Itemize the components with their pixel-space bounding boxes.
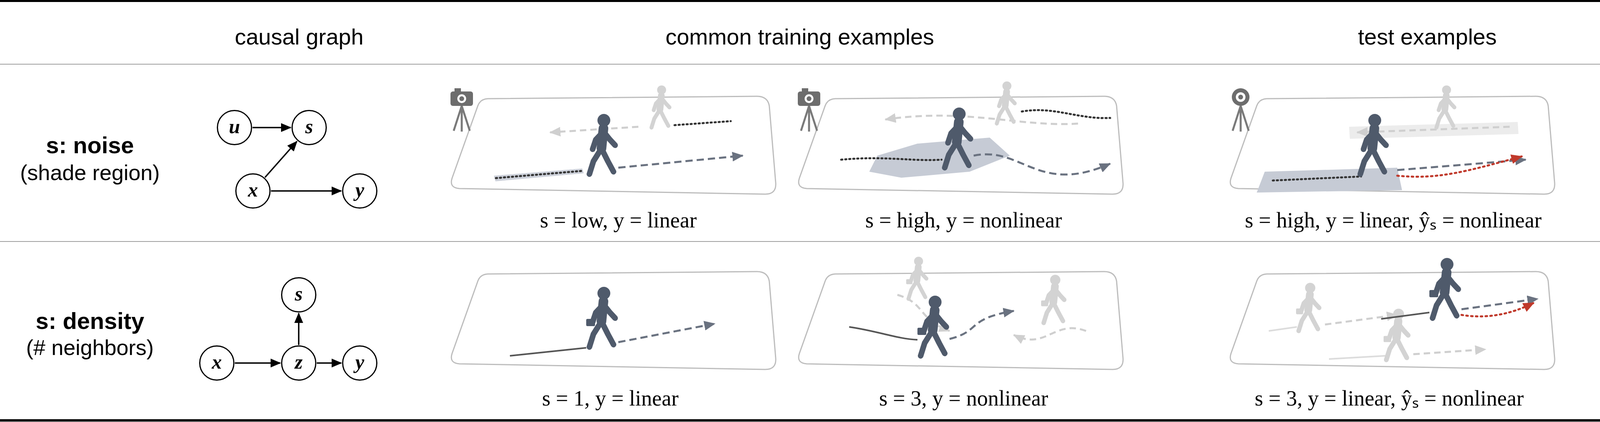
column-header: causal graph bbox=[234, 24, 364, 50]
row-rule bbox=[0, 241, 1600, 243]
column-header: test examples bbox=[1357, 24, 1497, 50]
row-label: s: density bbox=[35, 307, 145, 335]
causal-arrow bbox=[234, 362, 281, 365]
graph-node: x bbox=[199, 345, 235, 382]
causal-arrow bbox=[252, 126, 291, 129]
node-label: x bbox=[248, 179, 259, 200]
scene-noise-high bbox=[797, 81, 1124, 195]
header-rule bbox=[0, 63, 1600, 65]
node-label: y bbox=[355, 352, 365, 373]
graph-node: y bbox=[342, 173, 378, 209]
scene-density-1 bbox=[451, 271, 776, 370]
example-caption: s = 3, y = nonlinear bbox=[879, 386, 1049, 412]
example-caption: s = low, y = linear bbox=[540, 207, 697, 233]
bottom-rule bbox=[0, 419, 1600, 422]
graph-node: s bbox=[291, 110, 327, 146]
causal-arrow bbox=[316, 362, 342, 365]
example-caption: s = high, y = nonlinear bbox=[865, 207, 1062, 233]
scene-density-test bbox=[1230, 258, 1555, 370]
example-caption: s = 1, y = linear bbox=[542, 386, 679, 412]
graph-node: s bbox=[281, 277, 317, 313]
row-label: s: noise bbox=[45, 132, 134, 159]
graph-node: z bbox=[281, 345, 317, 382]
causal-arrow bbox=[297, 313, 300, 346]
column-header: common training examples bbox=[665, 24, 934, 50]
node-label: y bbox=[355, 179, 365, 200]
top-rule bbox=[0, 0, 1600, 3]
scene-noise-test bbox=[1230, 85, 1555, 195]
causal-arrow bbox=[264, 141, 298, 178]
scene-noise-low bbox=[450, 85, 776, 195]
graph-node: y bbox=[342, 345, 378, 382]
causal-arrow bbox=[271, 190, 342, 192]
node-label: s bbox=[294, 283, 303, 304]
example-caption: s = 3, y = linear, ŷₛ = nonlinear bbox=[1254, 386, 1524, 412]
node-label: x bbox=[211, 352, 223, 373]
graph-node: u bbox=[216, 110, 253, 146]
row-label: (# neighbors) bbox=[26, 335, 154, 361]
graph-node: x bbox=[235, 173, 271, 209]
row-label: (shade region) bbox=[20, 160, 160, 186]
scene-density-3 bbox=[798, 256, 1124, 370]
example-caption: s = high, y = linear, ŷₛ = nonlinear bbox=[1244, 207, 1542, 233]
node-label: u bbox=[228, 116, 241, 137]
node-label: z bbox=[294, 352, 303, 373]
node-label: s bbox=[305, 116, 313, 137]
